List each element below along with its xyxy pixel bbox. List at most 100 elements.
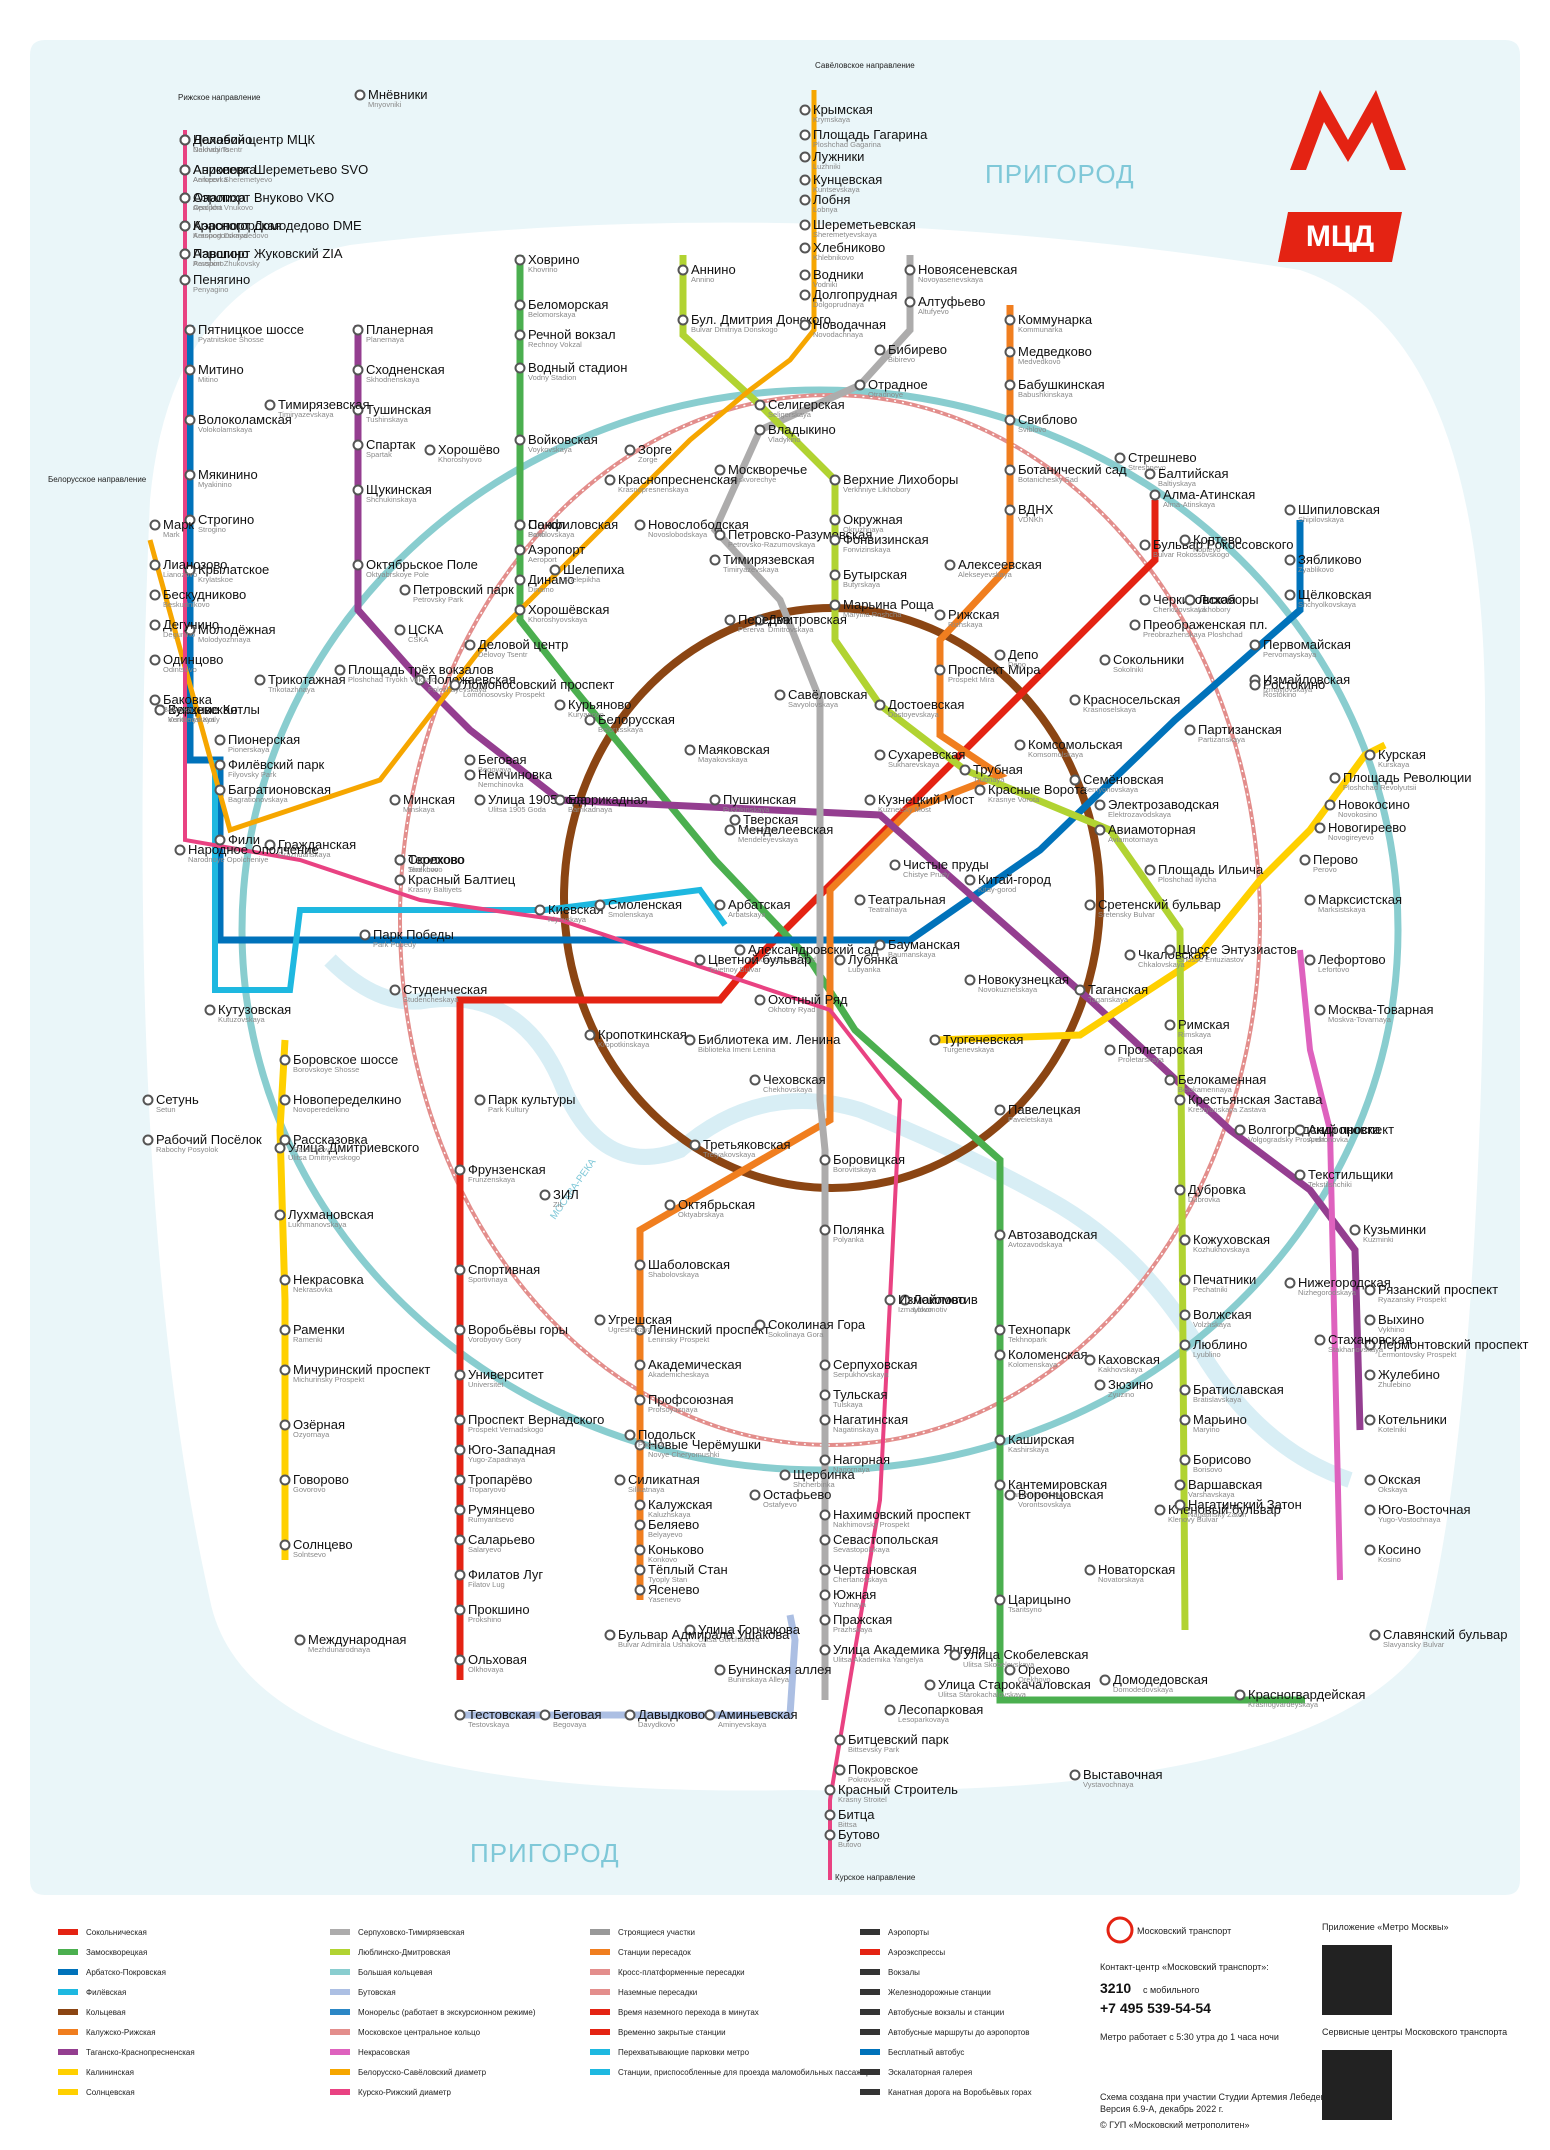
station-name[interactable]: Южная [833, 1587, 876, 1602]
station-marker[interactable] [279, 1539, 291, 1551]
station-marker[interactable] [624, 1709, 636, 1721]
station-marker[interactable] [184, 624, 196, 636]
station-marker[interactable] [1129, 619, 1141, 631]
station-marker[interactable] [1314, 1334, 1326, 1346]
station-name[interactable]: Пионерская [228, 732, 300, 747]
station[interactable]: Преображенская пл.Preobrazhenskaya Plosh… [1129, 617, 1268, 639]
station-name[interactable]: Выхино [1378, 1312, 1424, 1327]
station-marker[interactable] [454, 1164, 466, 1176]
station-marker[interactable] [714, 529, 726, 541]
station-marker[interactable] [994, 1479, 1006, 1491]
station-marker[interactable] [1249, 679, 1261, 691]
station-marker[interactable] [184, 564, 196, 576]
phone-short[interactable]: 3210 [1100, 1980, 1131, 1996]
station-marker[interactable] [614, 1474, 626, 1486]
station-marker[interactable] [779, 1469, 791, 1481]
station-marker[interactable] [1099, 654, 1111, 666]
station-marker[interactable] [1014, 739, 1026, 751]
station-name[interactable]: Ольховая [468, 1652, 527, 1667]
station-name[interactable]: Рабочий Посёлок [156, 1132, 262, 1147]
station-name[interactable]: Новокосино [1338, 797, 1410, 812]
station-marker[interactable] [1179, 1339, 1191, 1351]
station-name[interactable]: Кленовый бульвар [1168, 1502, 1281, 1517]
station-name[interactable]: Мнёвники [368, 87, 428, 102]
station-name[interactable]: Дубровка [1188, 1182, 1247, 1197]
station-marker[interactable] [689, 1139, 701, 1151]
station-marker[interactable] [714, 899, 726, 911]
station-name[interactable]: Алма-Атинская [1163, 487, 1255, 502]
station-marker[interactable] [454, 1414, 466, 1426]
station-name[interactable]: Менделеевская [738, 822, 833, 837]
station-name[interactable]: Марьина Роща [843, 597, 935, 612]
station-name[interactable]: Павшино [193, 246, 249, 261]
station-name[interactable]: Выставочная [1083, 1767, 1162, 1782]
station-name[interactable]: Котельники [1378, 1412, 1447, 1427]
station-name[interactable]: Шоссе Энтузиастов [1178, 942, 1297, 957]
station-marker[interactable] [934, 609, 946, 621]
station-name[interactable]: Крылатское [198, 562, 269, 577]
station-name[interactable]: Измайловская [1263, 672, 1350, 687]
station-marker[interactable] [819, 1564, 831, 1576]
station-marker[interactable] [1179, 1414, 1191, 1426]
station-marker[interactable] [1124, 949, 1136, 961]
station-marker[interactable] [359, 929, 371, 941]
station-marker[interactable] [799, 194, 811, 206]
station-marker[interactable] [454, 1264, 466, 1276]
station-name[interactable]: Воробьёвы горы [468, 1322, 568, 1337]
station-marker[interactable] [214, 734, 226, 746]
station-name[interactable]: Молодёжная [198, 622, 276, 637]
station-name[interactable]: Давыдково [638, 1707, 705, 1722]
station-marker[interactable] [184, 364, 196, 376]
station-name[interactable]: Прокшино [468, 1602, 530, 1617]
station-name[interactable]: Ростокино [1263, 677, 1325, 692]
station-name[interactable]: Марьино [1193, 1412, 1247, 1427]
station-marker[interactable] [1154, 1504, 1166, 1516]
station-marker[interactable] [454, 1604, 466, 1616]
station-name[interactable]: Нагатинский Затон [1188, 1497, 1302, 1512]
station-name[interactable]: Киевская [548, 902, 604, 917]
station-marker[interactable] [634, 1519, 646, 1531]
station-name[interactable]: Окружная [843, 512, 903, 527]
station-name[interactable]: Полянка [833, 1222, 885, 1237]
station-marker[interactable] [1304, 954, 1316, 966]
station-name[interactable]: Юго-Западная [468, 1442, 556, 1457]
station-name[interactable]: Нагатинская [833, 1412, 908, 1427]
station-marker[interactable] [352, 364, 364, 376]
station-marker[interactable] [1174, 1094, 1186, 1106]
station-name[interactable]: Народное Ополчение [188, 842, 319, 857]
station-name[interactable]: Битца [838, 1807, 875, 1822]
station-name[interactable]: Щукинская [366, 482, 432, 497]
